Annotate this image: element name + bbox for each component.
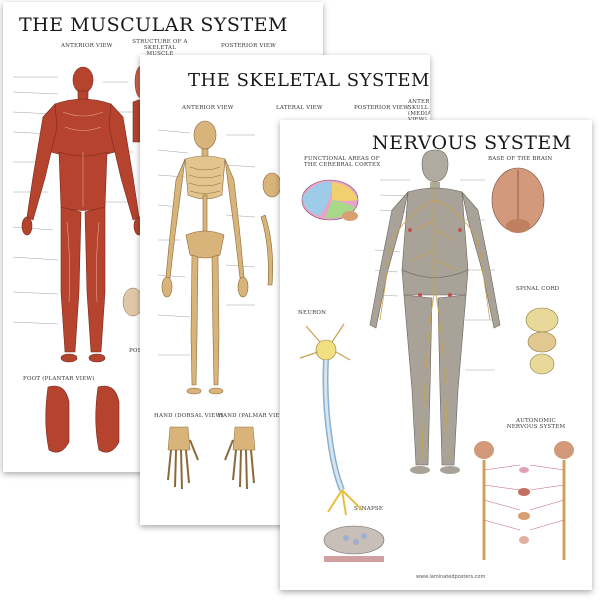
rib-lines bbox=[188, 166, 222, 194]
nerve-lines bbox=[379, 182, 491, 461]
muscular-structure-label: STRUCTURE OF A SKELETAL MUSCLE bbox=[132, 39, 188, 57]
synapse-illustration bbox=[323, 525, 385, 562]
skeletal-posterior-view-label: POSTERIOR VIEW bbox=[354, 105, 409, 111]
neuron-illustration bbox=[299, 323, 363, 516]
skeletal-illustration bbox=[157, 120, 282, 490]
synapse-view-label: SYNAPSE bbox=[354, 506, 384, 512]
skeletal-lateral-view-label: LATERAL VIEW bbox=[276, 105, 323, 111]
base-of-brain-view-label: BASE OF THE BRAIN bbox=[488, 156, 553, 162]
skeletal-hand-dorsal-label: HAND (DORSAL VIEW) bbox=[154, 413, 224, 419]
cerebral-cortex-brain bbox=[301, 179, 359, 221]
autonomic-system-illustration bbox=[474, 441, 574, 560]
base-of-brain bbox=[491, 167, 545, 233]
cerebral-cortex-view-label: FUNCTIONAL AREAS OF THE CEREBRAL CORTEX bbox=[304, 156, 381, 168]
hand-bones-illustration bbox=[167, 426, 256, 490]
nerve-plexus-markers bbox=[408, 228, 462, 297]
autonomic-nervous-system-label: AUTONOMIC NERVOUS SYSTEM bbox=[506, 418, 566, 430]
lateral-skeleton-partial bbox=[260, 172, 282, 286]
nervous-poster-title: NERVOUS SYSTEM bbox=[372, 132, 572, 154]
muscle-fiber-lines bbox=[62, 111, 104, 303]
muscular-anterior-view-label: ANTERIOR VIEW bbox=[61, 43, 113, 49]
foot-plantar-illustration bbox=[45, 385, 120, 453]
skeletal-poster-title: THE SKELETAL SYSTEM bbox=[188, 70, 430, 91]
skeletal-anterior-view-label: ANTERIOR VIEW bbox=[182, 105, 234, 111]
muscular-poster-title: THE MUSCULAR SYSTEM bbox=[19, 14, 288, 36]
nervous-illustration bbox=[299, 149, 574, 562]
poster-footer-url: www.laminatedposters.com bbox=[416, 574, 486, 580]
neuron-view-label: NEURON bbox=[298, 310, 327, 316]
nervous-system-poster: NERVOUS SYSTEM FUNCTIONAL AREAS OF THE C… bbox=[280, 120, 592, 590]
skeletal-hand-palmar-label: HAND (PALMAR VIEW) bbox=[218, 413, 288, 419]
skeleton-figure bbox=[161, 120, 249, 395]
muscular-figure bbox=[21, 66, 145, 363]
nervous-body-figure bbox=[369, 149, 501, 474]
spinal-cord-illustration bbox=[525, 307, 559, 375]
spinal-cord-view-label: SPINAL CORD bbox=[516, 286, 560, 292]
muscular-posterior-view-label: POSTERIOR VIEW bbox=[221, 43, 276, 49]
muscular-foot-view-label: FOOT (PLANTAR VIEW) bbox=[23, 376, 95, 382]
